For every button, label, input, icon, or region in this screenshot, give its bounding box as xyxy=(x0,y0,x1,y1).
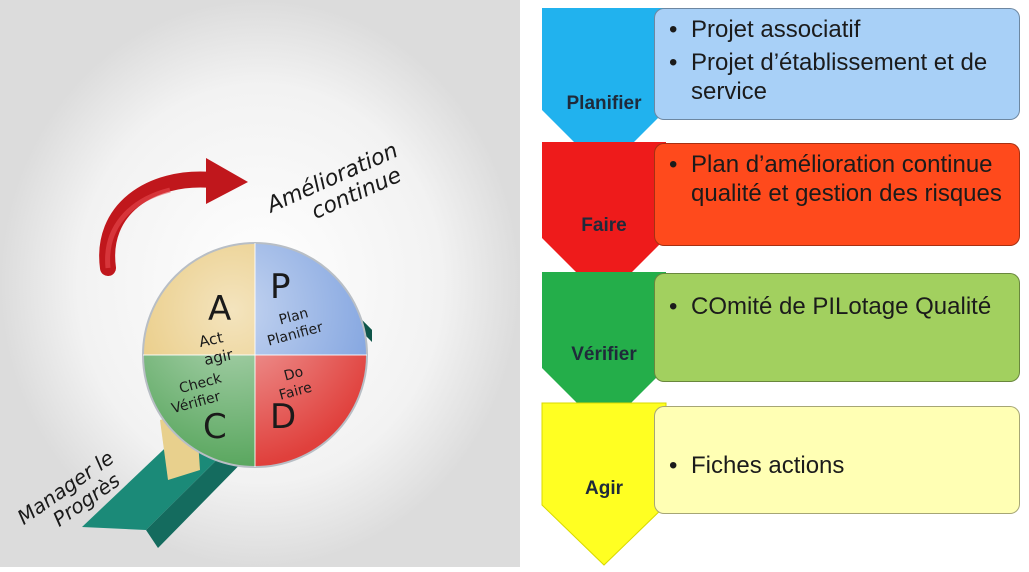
list-item: • Projet associatif xyxy=(669,15,1009,44)
bullet-text: Fiches actions xyxy=(691,452,845,479)
bullet-icon: • xyxy=(669,151,678,178)
bullet-text: COmité de PILotage Qualité xyxy=(691,293,992,320)
step-label-agir: Agir xyxy=(585,478,623,499)
act-en-label: Act xyxy=(197,328,224,351)
steps-chevrons xyxy=(541,8,667,566)
step-box-verifier: • COmité de PILotage Qualité xyxy=(654,273,1020,382)
list-item: • Plan d’amélioration continue qualité e… xyxy=(669,150,1009,208)
improvement-arrow xyxy=(99,158,248,276)
chevron-planifier xyxy=(542,8,666,172)
step-label-verifier: Vérifier xyxy=(571,344,637,365)
chevron-verifier xyxy=(542,272,666,430)
bullet-icon: • xyxy=(669,293,678,320)
pdca-wheel-svg: A Act agir P Plan Planifier Do Faire D C… xyxy=(0,0,520,567)
plan-letter: P xyxy=(270,267,291,307)
do-en-label: Do xyxy=(282,364,305,384)
list-item: • Projet d’établissement et de service xyxy=(669,48,1009,106)
bullet-icon: • xyxy=(669,16,678,43)
list-item: • Fiches actions xyxy=(669,451,1009,480)
plan-en-label: Plan xyxy=(277,305,310,328)
bullet-text: Projet associatif xyxy=(691,16,861,43)
step-box-faire: • Plan d’amélioration continue qualité e… xyxy=(654,143,1020,246)
do-letter: D xyxy=(270,397,296,437)
bullet-icon: • xyxy=(669,452,678,479)
pdca-illustration: A Act agir P Plan Planifier Do Faire D C… xyxy=(0,0,520,567)
chevron-faire xyxy=(542,142,666,300)
chevron-agir xyxy=(541,402,667,566)
bullet-text: Plan d’amélioration continue qualité et … xyxy=(691,151,1002,207)
step-label-faire: Faire xyxy=(581,215,627,236)
act-letter: A xyxy=(208,289,231,329)
check-letter: C xyxy=(203,407,227,447)
step-box-planifier: • Projet associatif • Projet d’établisse… xyxy=(654,8,1020,120)
step-box-agir: • Fiches actions xyxy=(654,406,1020,514)
pdca-steps: Planifier Faire Vérifier Agir • Projet a… xyxy=(520,0,1029,567)
pdca-wheel: A Act agir P Plan Planifier Do Faire D C… xyxy=(142,242,368,468)
act-fr-label: agir xyxy=(202,345,235,369)
bullet-icon: • xyxy=(669,49,678,76)
step-label-planifier: Planifier xyxy=(566,93,642,114)
bullet-text: Projet d’établissement et de service xyxy=(691,49,988,105)
list-item: • COmité de PILotage Qualité xyxy=(669,292,1009,321)
